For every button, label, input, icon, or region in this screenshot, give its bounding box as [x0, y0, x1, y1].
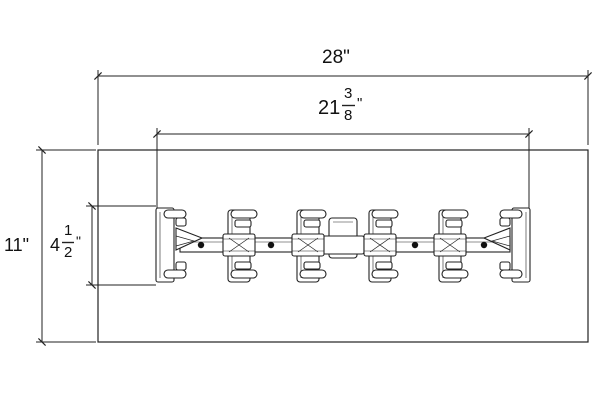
orifice-dot — [411, 241, 419, 249]
overall-width-label: 28" — [322, 47, 350, 68]
overall-width-dimension — [93, 70, 593, 145]
left-end-fitting — [155, 207, 204, 283]
inner-height-numerator: 1 — [64, 222, 73, 239]
inner-width-unit: " — [357, 95, 363, 112]
orifice-dot — [267, 241, 275, 249]
overall-height-dimension — [36, 145, 96, 347]
orifice-dot — [197, 241, 205, 249]
inner-height-dimension — [86, 201, 156, 290]
inner-height-whole: 4 — [50, 235, 61, 255]
burner-jet — [433, 209, 469, 283]
right-end-fitting — [482, 207, 531, 283]
pan-outline — [97, 149, 589, 343]
inner-width-numerator: 3 — [344, 85, 353, 102]
inner-width-denominator: 8 — [344, 107, 353, 124]
burner-jets — [222, 209, 469, 283]
orifice-dots — [197, 241, 488, 249]
inner-width-dimension — [152, 128, 534, 215]
inner-height-unit: " — [76, 233, 81, 249]
overall-height-label: 11" — [4, 235, 30, 255]
orifice-dot — [480, 241, 488, 249]
burner-jet — [222, 209, 258, 283]
inner-height-fraction-bar — [62, 241, 74, 244]
inner-height-denominator: 2 — [64, 244, 73, 261]
burner-jet — [291, 209, 327, 283]
inner-width-whole: 21 — [318, 97, 341, 119]
center-tee-fitting — [321, 217, 365, 259]
burner-jet — [363, 209, 399, 283]
inner-width-fraction-bar — [342, 104, 355, 107]
